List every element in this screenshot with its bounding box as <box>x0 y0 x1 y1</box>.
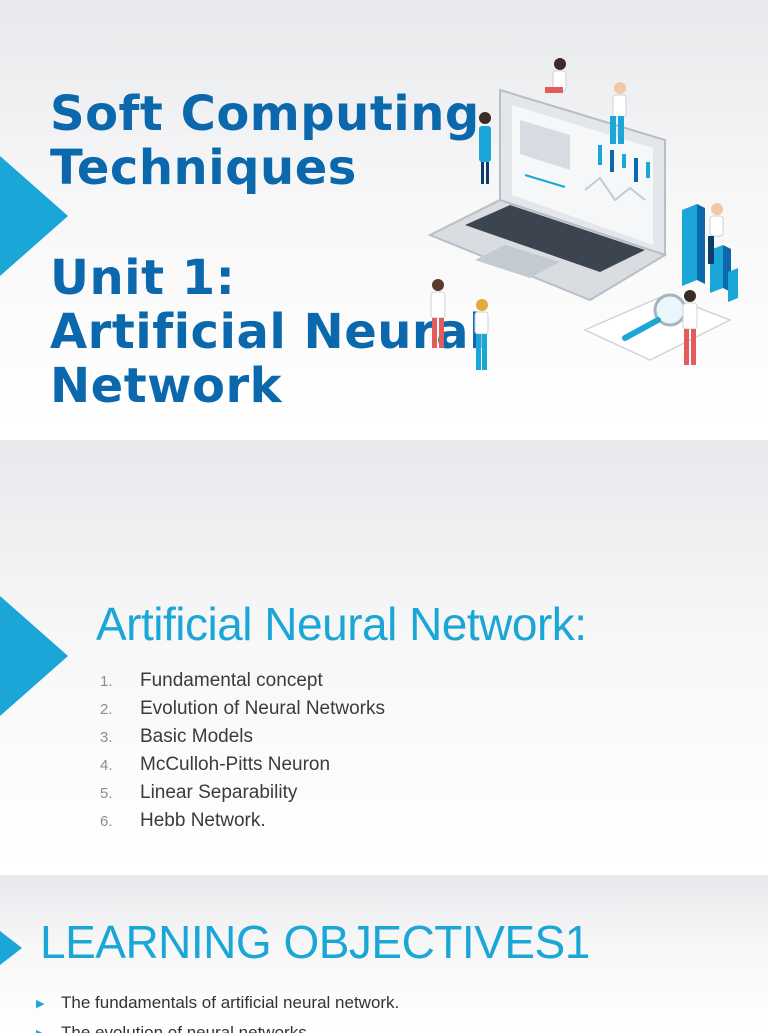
slide-title-line: Network <box>50 358 282 414</box>
item-text: Fundamental concept <box>140 670 323 692</box>
list-item: 3.Basic Models <box>100 723 385 751</box>
item-number: 2. <box>100 701 140 718</box>
magnifier-document <box>585 295 730 360</box>
slide-gap <box>0 431 768 440</box>
slide-title-line: Techniques <box>50 140 357 196</box>
list-item: 5.Linear Separability <box>100 779 385 807</box>
objective-list: ▶The fundamentals of artificial neural n… <box>36 988 399 1033</box>
item-text: McCulloh-Pitts Neuron <box>140 754 330 776</box>
slide-title: Artificial Neural Network: <box>96 596 587 652</box>
bullet-icon: ▶ <box>36 1027 61 1033</box>
list-item: ▶The fundamentals of artificial neural n… <box>36 988 399 1018</box>
list-item: 2.Evolution of Neural Networks <box>100 695 385 723</box>
laptop-with-people-analytics-illustration <box>420 50 760 390</box>
person-figure <box>431 279 445 348</box>
item-text: Evolution of Neural Networks <box>140 698 385 720</box>
item-text: Basic Models <box>140 726 253 748</box>
bullet-icon: ▶ <box>36 997 61 1010</box>
item-number: 6. <box>100 813 140 830</box>
topic-list: 1.Fundamental concept 2.Evolution of Neu… <box>100 667 385 835</box>
list-item: 6.Hebb Network. <box>100 807 385 835</box>
item-text: Linear Separability <box>140 782 297 804</box>
slide-gap <box>0 866 768 875</box>
person-figure <box>479 112 491 184</box>
list-item: 4.McCulloh-Pitts Neuron <box>100 751 385 779</box>
list-item: 1.Fundamental concept <box>100 667 385 695</box>
person-figure <box>610 82 626 144</box>
item-text: The evolution of neural networks <box>61 1023 307 1033</box>
topics-slide: Artificial Neural Network: 1.Fundamental… <box>0 440 768 866</box>
item-number: 5. <box>100 785 140 802</box>
item-text: The fundamentals of artificial neural ne… <box>61 993 399 1013</box>
accent-arrow <box>0 931 22 965</box>
item-number: 1. <box>100 673 140 690</box>
title-slide: Soft Computing Techniques Unit 1: Artifi… <box>0 0 768 431</box>
person-figure <box>683 290 697 365</box>
slide-title-line: Soft Computing <box>50 86 480 142</box>
item-number: 4. <box>100 757 140 774</box>
list-item: ▶The evolution of neural networks <box>36 1018 399 1033</box>
item-number: 3. <box>100 729 140 746</box>
objectives-slide: LEARNING OBJECTIVES1 ▶The fundamentals o… <box>0 875 768 1033</box>
item-text: Hebb Network. <box>140 810 266 832</box>
person-figure <box>545 58 566 93</box>
person-figure <box>475 299 488 370</box>
accent-arrow <box>0 596 68 716</box>
slide-title-line: Unit 1: <box>50 250 235 306</box>
slide-title: LEARNING OBJECTIVES1 <box>40 913 590 971</box>
